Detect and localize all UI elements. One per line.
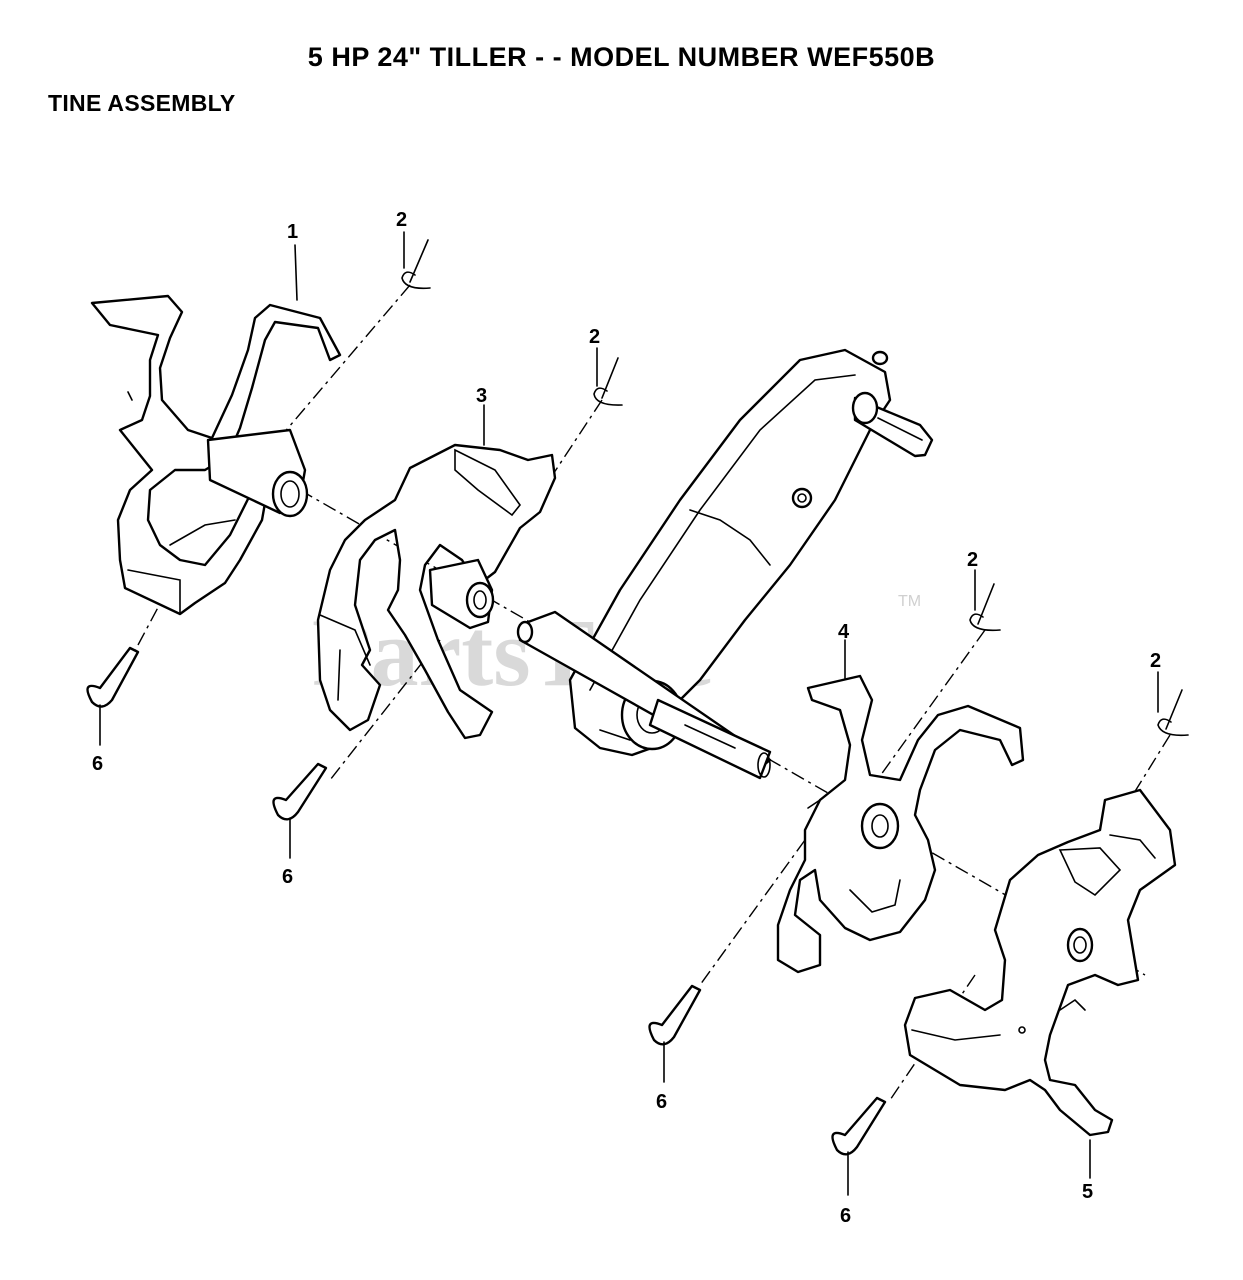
callout-1: 1: [287, 221, 298, 243]
diagram-title: 5 HP 24" TILLER - - MODEL NUMBER WEF550B: [307, 42, 936, 72]
bolt-line-3: [699, 839, 806, 986]
callout-4: 4: [838, 621, 850, 643]
axis-line-part-4: [869, 629, 986, 791]
callout-6-a: 6: [92, 753, 103, 775]
tine-part-1: [90, 294, 342, 616]
tine-part-3: [316, 443, 557, 740]
gearbox-housing: [516, 348, 934, 780]
hairpin-clip-1: [401, 239, 431, 290]
callout-6-c: 6: [656, 1091, 667, 1113]
callout-2-c: 2: [967, 549, 978, 571]
tine-part-4: [776, 674, 1025, 974]
carriage-bolt-4: [831, 1096, 887, 1156]
hairpin-clip-4: [1157, 689, 1189, 737]
hairpin-clip-2: [593, 357, 623, 406]
tine-part-5: [903, 788, 1177, 1137]
axis-line-part-1: [264, 284, 411, 456]
callout-2-d: 2: [1150, 650, 1161, 672]
callout-6-d: 6: [840, 1205, 851, 1227]
callout-6-b: 6: [282, 866, 293, 888]
section-title: TINE ASSEMBLY: [48, 90, 236, 116]
carriage-bolt-2: [272, 762, 328, 821]
callout-5: 5: [1082, 1181, 1093, 1203]
hairpin-clip-3: [969, 583, 1001, 632]
callout-labels: 1 2 2 2 2 3 4 5 6 6 6 6: [92, 209, 1161, 1227]
callout-leaders: [99, 231, 1159, 1196]
carriage-bolt-1: [86, 646, 140, 708]
callout-2-b: 2: [589, 326, 600, 348]
callout-3: 3: [476, 385, 487, 407]
watermark-tm: TM: [898, 593, 921, 610]
carriage-bolt-3: [648, 984, 702, 1046]
callout-2-a: 2: [396, 209, 407, 231]
